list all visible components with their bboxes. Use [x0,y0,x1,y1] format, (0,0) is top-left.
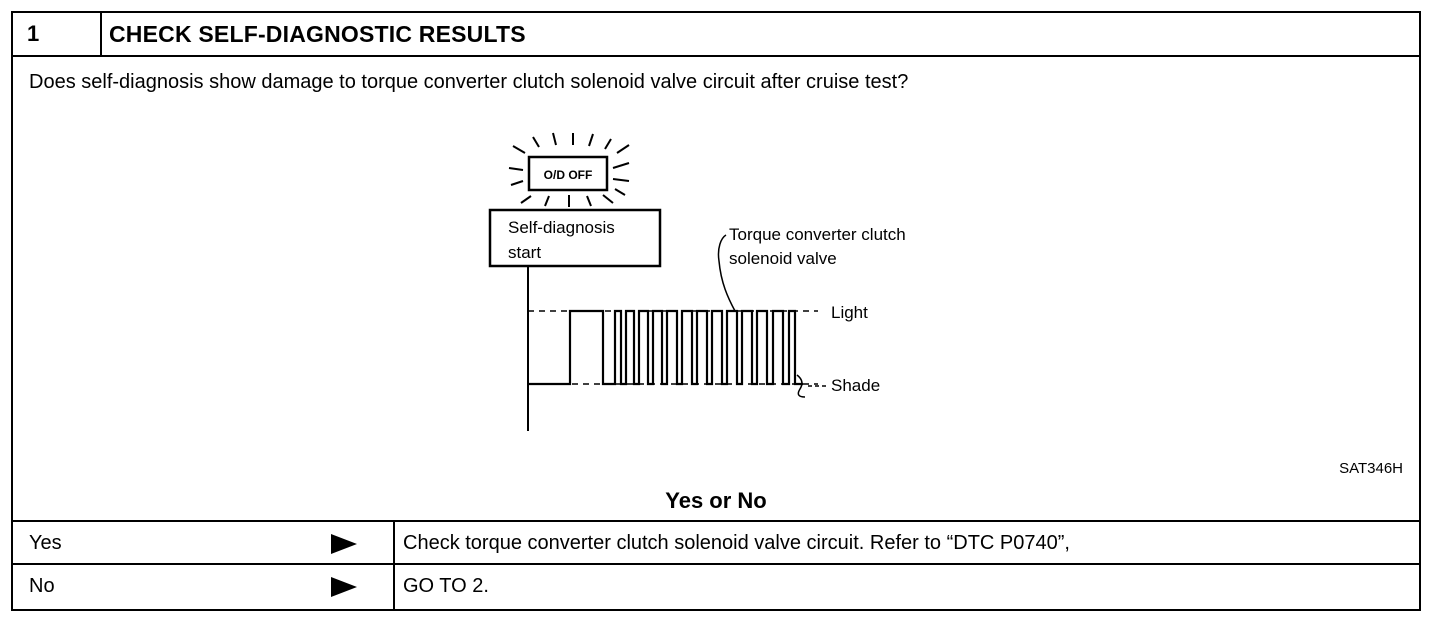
option-row-yes: Yes Check torque converter clutch soleno… [13,520,1419,565]
flash-rays-icon [508,132,630,207]
diagnostic-question: Does self-diagnosis show damage to torqu… [29,71,909,93]
callout-line2: solenoid valve [729,249,837,268]
callout-line1: Torque converter clutch [729,225,906,244]
option-row-no: No GO TO 2. [13,565,1419,611]
self-diagnosis-figure: O/D OFF Self-diagnosis start [488,132,906,431]
option-action-no: GO TO 2. [393,565,1419,611]
option-label-no: No [29,575,55,597]
arrow-right-icon [331,534,357,554]
step-header: 1 CHECK SELF-DIAGNOSTIC RESULTS [13,13,1419,57]
start-label-line2: start [508,243,541,262]
figure-code: SAT346H [1339,460,1403,477]
step-number: 1 [13,13,102,55]
od-off-indicator-label: O/D OFF [544,168,593,182]
self-diagnosis-start-box [488,208,662,268]
diagnostic-step-table: 1 CHECK SELF-DIAGNOSTIC RESULTS Does sel… [11,11,1421,611]
od-off-indicator [527,155,609,192]
decision-header: Yes or No [665,488,767,513]
option-action-yes: Check torque converter clutch solenoid v… [393,522,1419,563]
light-level-label: Light [831,303,868,322]
step-title: CHECK SELF-DIAGNOSTIC RESULTS [109,21,526,47]
option-label-yes: Yes [29,532,62,554]
arrow-right-icon [331,577,357,597]
solenoid-signal-waveform [528,309,803,386]
start-label-line1: Self-diagnosis [508,218,615,237]
shade-level-label: Shade [831,376,880,395]
